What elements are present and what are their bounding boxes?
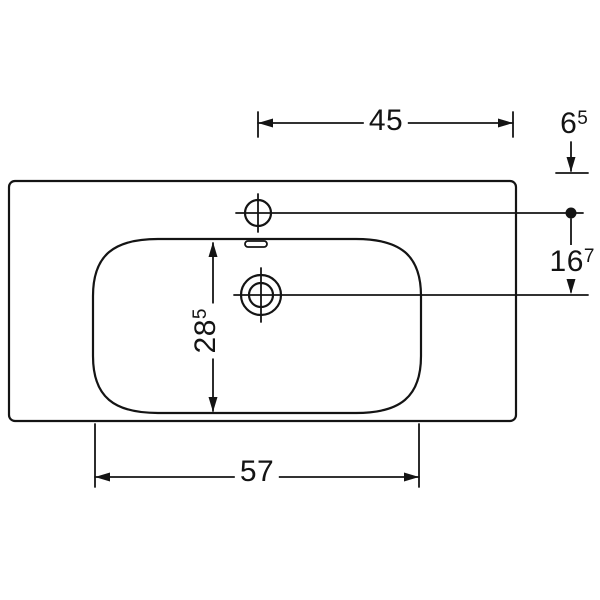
dimension-superscript: 5	[190, 308, 211, 320]
dim-6-5-reference-dot-icon	[565, 207, 577, 219]
dimension-value: 45	[368, 104, 404, 137]
dim-6-5-arrow-down-icon	[566, 157, 576, 172]
dimension-superscript: 7	[583, 246, 595, 267]
dimension-value: 6	[560, 107, 578, 140]
dim-57-arrow-right-icon	[404, 472, 419, 482]
dimension-label-57: 57	[234, 455, 280, 489]
dimension-value: 16	[549, 245, 584, 278]
dimension-value: 57	[239, 455, 275, 488]
dimension-value: 28	[189, 319, 222, 354]
dimension-label-28-5: 285	[189, 303, 223, 359]
dim-16-7-arrow-down-icon	[566, 279, 576, 294]
dim-45-arrow-right-icon	[498, 118, 513, 128]
washbasin-outline	[7, 179, 518, 423]
basin-bowl-outline	[91, 237, 423, 415]
dimension-label-45: 45	[363, 104, 409, 138]
dimension-label-6-5: 65	[555, 107, 593, 141]
drawing-arrows	[95, 118, 577, 482]
dimension-label-16-7: 167	[544, 245, 600, 279]
overflow-slot	[244, 240, 268, 248]
dim-45-arrow-left-icon	[258, 118, 273, 128]
dim-28-5-arrow-up-icon	[208, 242, 218, 257]
drawing-lines	[7, 111, 589, 488]
dim-57-arrow-left-icon	[95, 472, 110, 482]
dimension-superscript: 5	[577, 108, 588, 129]
dim-28-5-arrow-down-icon	[208, 397, 218, 412]
